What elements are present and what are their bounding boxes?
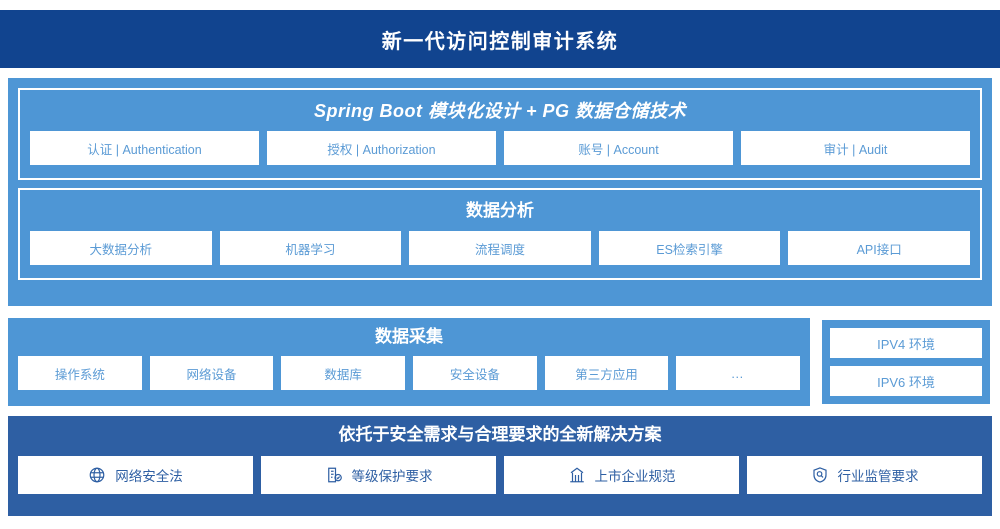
card-es-search-engine[interactable]: ES检索引擎: [598, 231, 781, 265]
card-machine-learning[interactable]: 机器学习: [219, 231, 402, 265]
document-check-icon: [325, 466, 343, 484]
card-big-data-analysis[interactable]: 大数据分析: [30, 231, 212, 265]
bank-building-icon: [568, 466, 586, 484]
card-label: 行业监管要求: [837, 469, 919, 484]
card-listed-enterprise-standards[interactable]: 上市企业规范: [504, 456, 739, 494]
card-api-interface[interactable]: API接口: [788, 231, 970, 265]
environment-inner: IPV4 环境 IPV6 环境: [820, 318, 992, 406]
data-analysis-card-row: 大数据分析 机器学习 流程调度 ES检索引擎 API接口: [30, 231, 970, 265]
card-classified-protection[interactable]: 等级保护要求: [261, 456, 496, 494]
data-collection-title: 数据采集: [375, 327, 443, 346]
spring-boot-title: Spring Boot 模块化设计 + PG 数据仓储技术: [313, 101, 686, 121]
card-label: 上市企业规范: [594, 469, 676, 484]
card-audit[interactable]: 审计 | Audit: [741, 131, 970, 165]
solution-layer-title: 依托于安全需求与合理要求的全新解决方案: [338, 425, 662, 444]
card-database[interactable]: 数据库: [281, 356, 406, 390]
card-network-device[interactable]: 网络设备: [149, 356, 274, 390]
shield-search-icon: [811, 466, 829, 484]
page-header: 新一代访问控制审计系统: [0, 10, 1000, 68]
page-title: 新一代访问控制审计系统: [381, 30, 619, 53]
card-process-scheduling[interactable]: 流程调度: [409, 231, 591, 265]
spring-boot-section: Spring Boot 模块化设计 + PG 数据仓储技术 认证 | Authe…: [18, 88, 982, 180]
card-account[interactable]: 账号 | Account: [504, 131, 733, 165]
spring-boot-card-row: 认证 | Authentication 授权 | Authorization 账…: [30, 131, 970, 165]
card-ipv4-environment[interactable]: IPV4 环境: [830, 328, 982, 358]
card-more[interactable]: …: [676, 356, 801, 390]
card-security-device[interactable]: 安全设备: [413, 356, 537, 390]
globe-icon: [88, 466, 106, 484]
data-collection-panel: 数据采集 操作系统 网络设备 数据库 安全设备 第三方应用 …: [8, 318, 810, 406]
card-authentication[interactable]: 认证 | Authentication: [30, 131, 259, 165]
data-analysis-title: 数据分析: [466, 201, 534, 220]
card-industry-regulation[interactable]: 行业监管要求: [747, 456, 982, 494]
card-ipv6-environment[interactable]: IPV6 环境: [830, 366, 982, 396]
solution-card-row: 网络安全法 等级保护要求: [18, 456, 982, 494]
card-label: 等级保护要求: [351, 469, 433, 484]
application-layer-panel: Spring Boot 模块化设计 + PG 数据仓储技术 认证 | Authe…: [8, 78, 992, 306]
solution-layer-panel: 依托于安全需求与合理要求的全新解决方案 网络安全法: [8, 416, 992, 516]
data-collection-card-row: 操作系统 网络设备 数据库 安全设备 第三方应用 …: [18, 356, 801, 390]
card-label: 网络安全法: [115, 469, 183, 484]
card-operating-system[interactable]: 操作系统: [18, 356, 142, 390]
card-cybersecurity-law[interactable]: 网络安全法: [18, 456, 253, 494]
card-authorization[interactable]: 授权 | Authorization: [267, 131, 496, 165]
card-third-party-application[interactable]: 第三方应用: [544, 356, 669, 390]
environment-panel: IPV4 环境 IPV6 环境: [820, 318, 992, 406]
data-analysis-section: 数据分析 大数据分析 机器学习 流程调度 ES检索引擎 API接口: [18, 188, 982, 280]
